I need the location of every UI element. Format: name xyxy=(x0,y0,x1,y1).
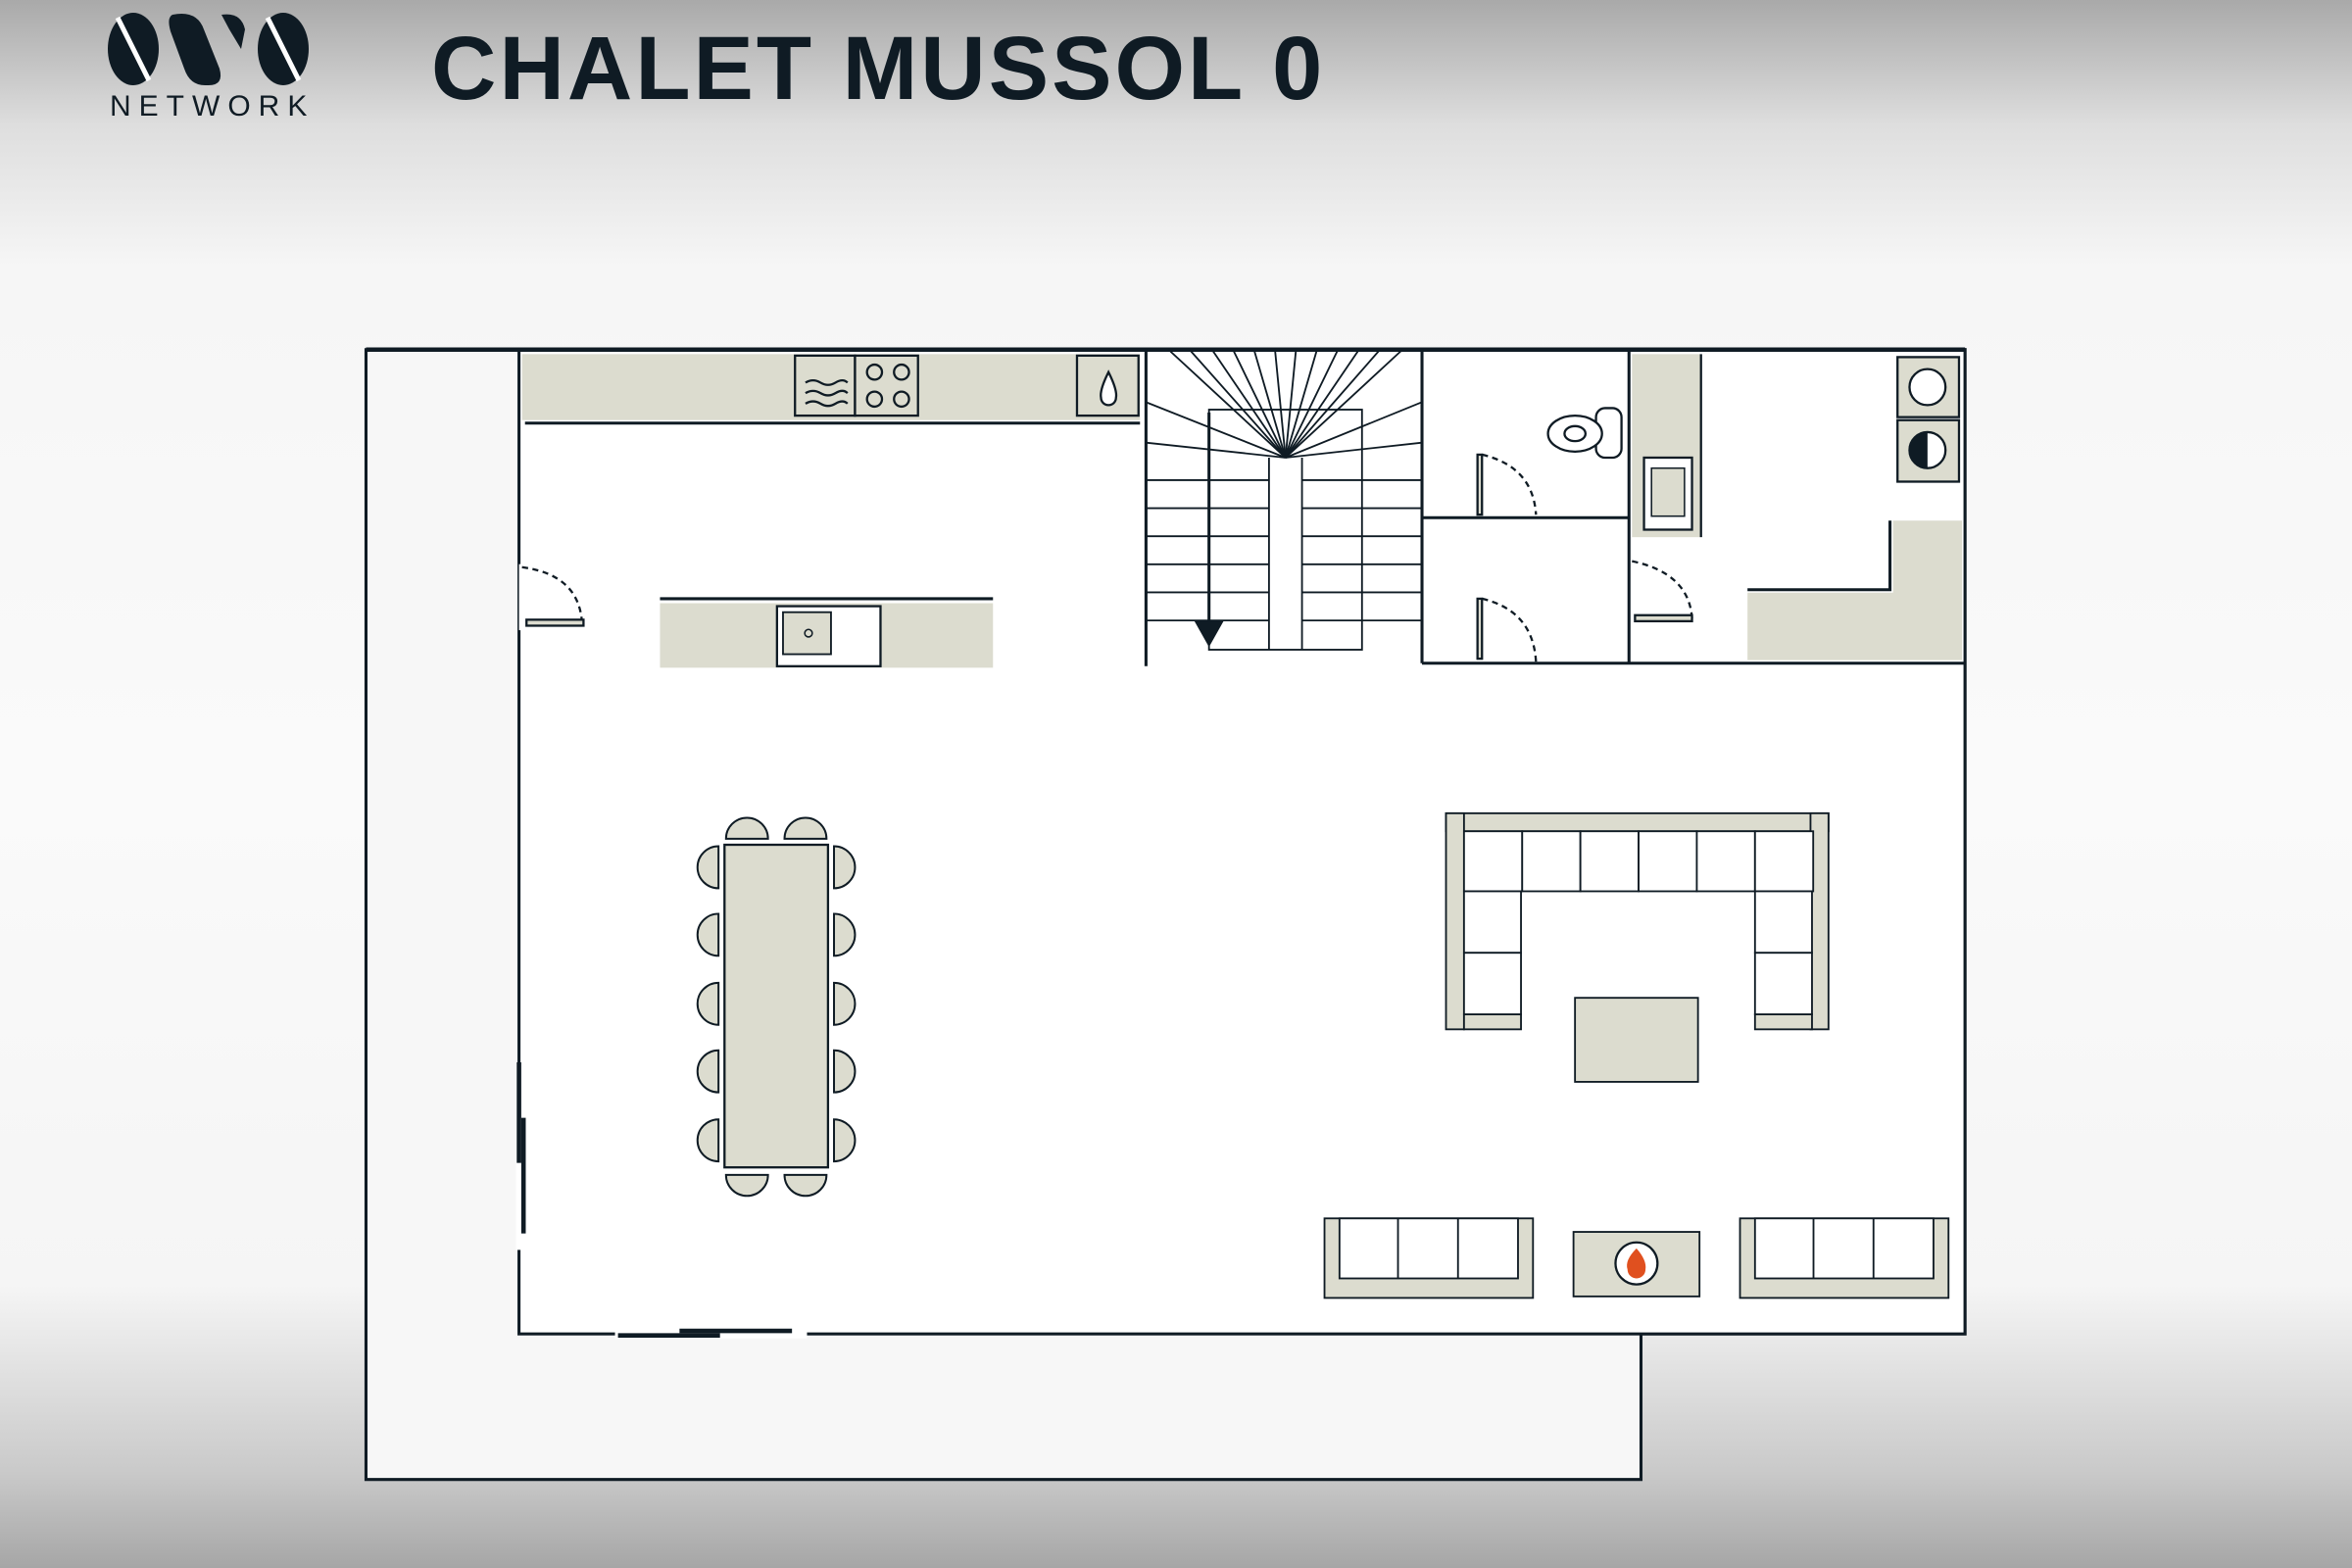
chair-seat xyxy=(833,981,857,1026)
bathroom-door xyxy=(1632,560,1693,623)
sofa-cushion xyxy=(1462,890,1522,955)
chair-seat xyxy=(833,912,857,957)
chair-seat xyxy=(696,1118,720,1163)
dining-chair xyxy=(833,912,857,957)
stair-winder xyxy=(1167,349,1287,459)
sofa-cushion xyxy=(1695,830,1756,893)
water-drop-icon xyxy=(1100,369,1118,407)
sofa-cushion xyxy=(1579,830,1640,893)
stair-winder xyxy=(1274,349,1287,459)
faucet-icon xyxy=(804,628,813,638)
dining-chair xyxy=(833,1118,857,1163)
dining-chair xyxy=(833,981,857,1026)
sliding-door-south xyxy=(614,1328,808,1339)
stair-winder xyxy=(1284,349,1340,459)
chair-seat xyxy=(724,816,769,840)
stair-winder xyxy=(1284,349,1298,459)
coffee-table xyxy=(1574,997,1699,1083)
burner-icons xyxy=(865,363,910,409)
dining-chair xyxy=(696,912,720,957)
sofa-cushion xyxy=(1753,890,1813,955)
sofa-cushion xyxy=(1638,830,1698,893)
logo-n xyxy=(169,14,221,86)
dining-chair xyxy=(696,981,720,1026)
stair-winder xyxy=(1146,401,1287,459)
wc-door xyxy=(1476,453,1538,516)
stair-winder xyxy=(1252,349,1287,459)
dining-chair xyxy=(696,1118,720,1163)
vanity xyxy=(1632,354,1702,538)
fireplace xyxy=(1572,1231,1701,1298)
washer-icon xyxy=(1908,368,1947,407)
chair-seat xyxy=(833,1049,857,1094)
stair-winder xyxy=(1285,349,1381,459)
dining-chair xyxy=(783,1173,828,1198)
sofa-right xyxy=(1739,1217,1950,1299)
stair-winder xyxy=(1285,349,1403,459)
sofa-cushion xyxy=(1462,952,1522,1015)
stair-winder xyxy=(1146,441,1286,459)
arrow-down-icon xyxy=(1194,619,1225,648)
washer-dryer xyxy=(1896,356,1961,483)
staircase xyxy=(1146,349,1423,651)
sofa-cushion xyxy=(1753,830,1815,893)
stair-winder xyxy=(1285,441,1423,459)
chair-seat xyxy=(783,1173,828,1198)
dining-chair xyxy=(724,1173,769,1198)
onn-logo xyxy=(108,13,309,86)
sliding-door-west xyxy=(515,1062,526,1250)
dining-chair xyxy=(724,816,769,840)
chair-seat xyxy=(724,1173,769,1198)
kitchen-counter xyxy=(521,354,1141,425)
toilet xyxy=(1546,407,1623,460)
dining-chair xyxy=(833,845,857,890)
dining-chair xyxy=(833,1049,857,1094)
page-title: CHALET MUSSOL 0 xyxy=(431,19,1326,119)
kitchen-island xyxy=(660,597,994,668)
dining-chair xyxy=(783,816,828,840)
chair-seat xyxy=(833,845,857,890)
stair-winder xyxy=(1232,349,1287,459)
stair-winder xyxy=(1210,349,1287,459)
chair-seat xyxy=(696,981,720,1026)
shower-counter xyxy=(1747,520,1963,661)
sofa-cushion xyxy=(1462,830,1524,893)
hall-door xyxy=(1476,597,1538,662)
sofa-left xyxy=(1323,1217,1535,1299)
u-sofa xyxy=(1445,811,1830,1031)
sofa-cushion xyxy=(1753,952,1813,1015)
chair-seat xyxy=(696,845,720,890)
dining-chair xyxy=(696,1049,720,1094)
chair-seat xyxy=(833,1118,857,1163)
stair-winder xyxy=(1285,401,1423,459)
entrance-door xyxy=(518,564,585,631)
oven-waves-icon xyxy=(805,378,849,408)
stair-winder xyxy=(1284,349,1360,459)
sofa-cushion xyxy=(1521,830,1582,893)
chair-seat xyxy=(696,912,720,957)
cooktop xyxy=(854,354,919,417)
logo-network-text: NETWORK xyxy=(110,90,316,122)
dining-chair xyxy=(696,845,720,890)
chair-seat xyxy=(783,816,828,840)
stair-winder xyxy=(1189,349,1287,459)
stair-winder xyxy=(1284,349,1318,459)
dining-table xyxy=(723,843,830,1169)
logo-n-stroke xyxy=(221,14,245,50)
chair-seat xyxy=(696,1049,720,1094)
fire-icon xyxy=(1627,1248,1646,1279)
